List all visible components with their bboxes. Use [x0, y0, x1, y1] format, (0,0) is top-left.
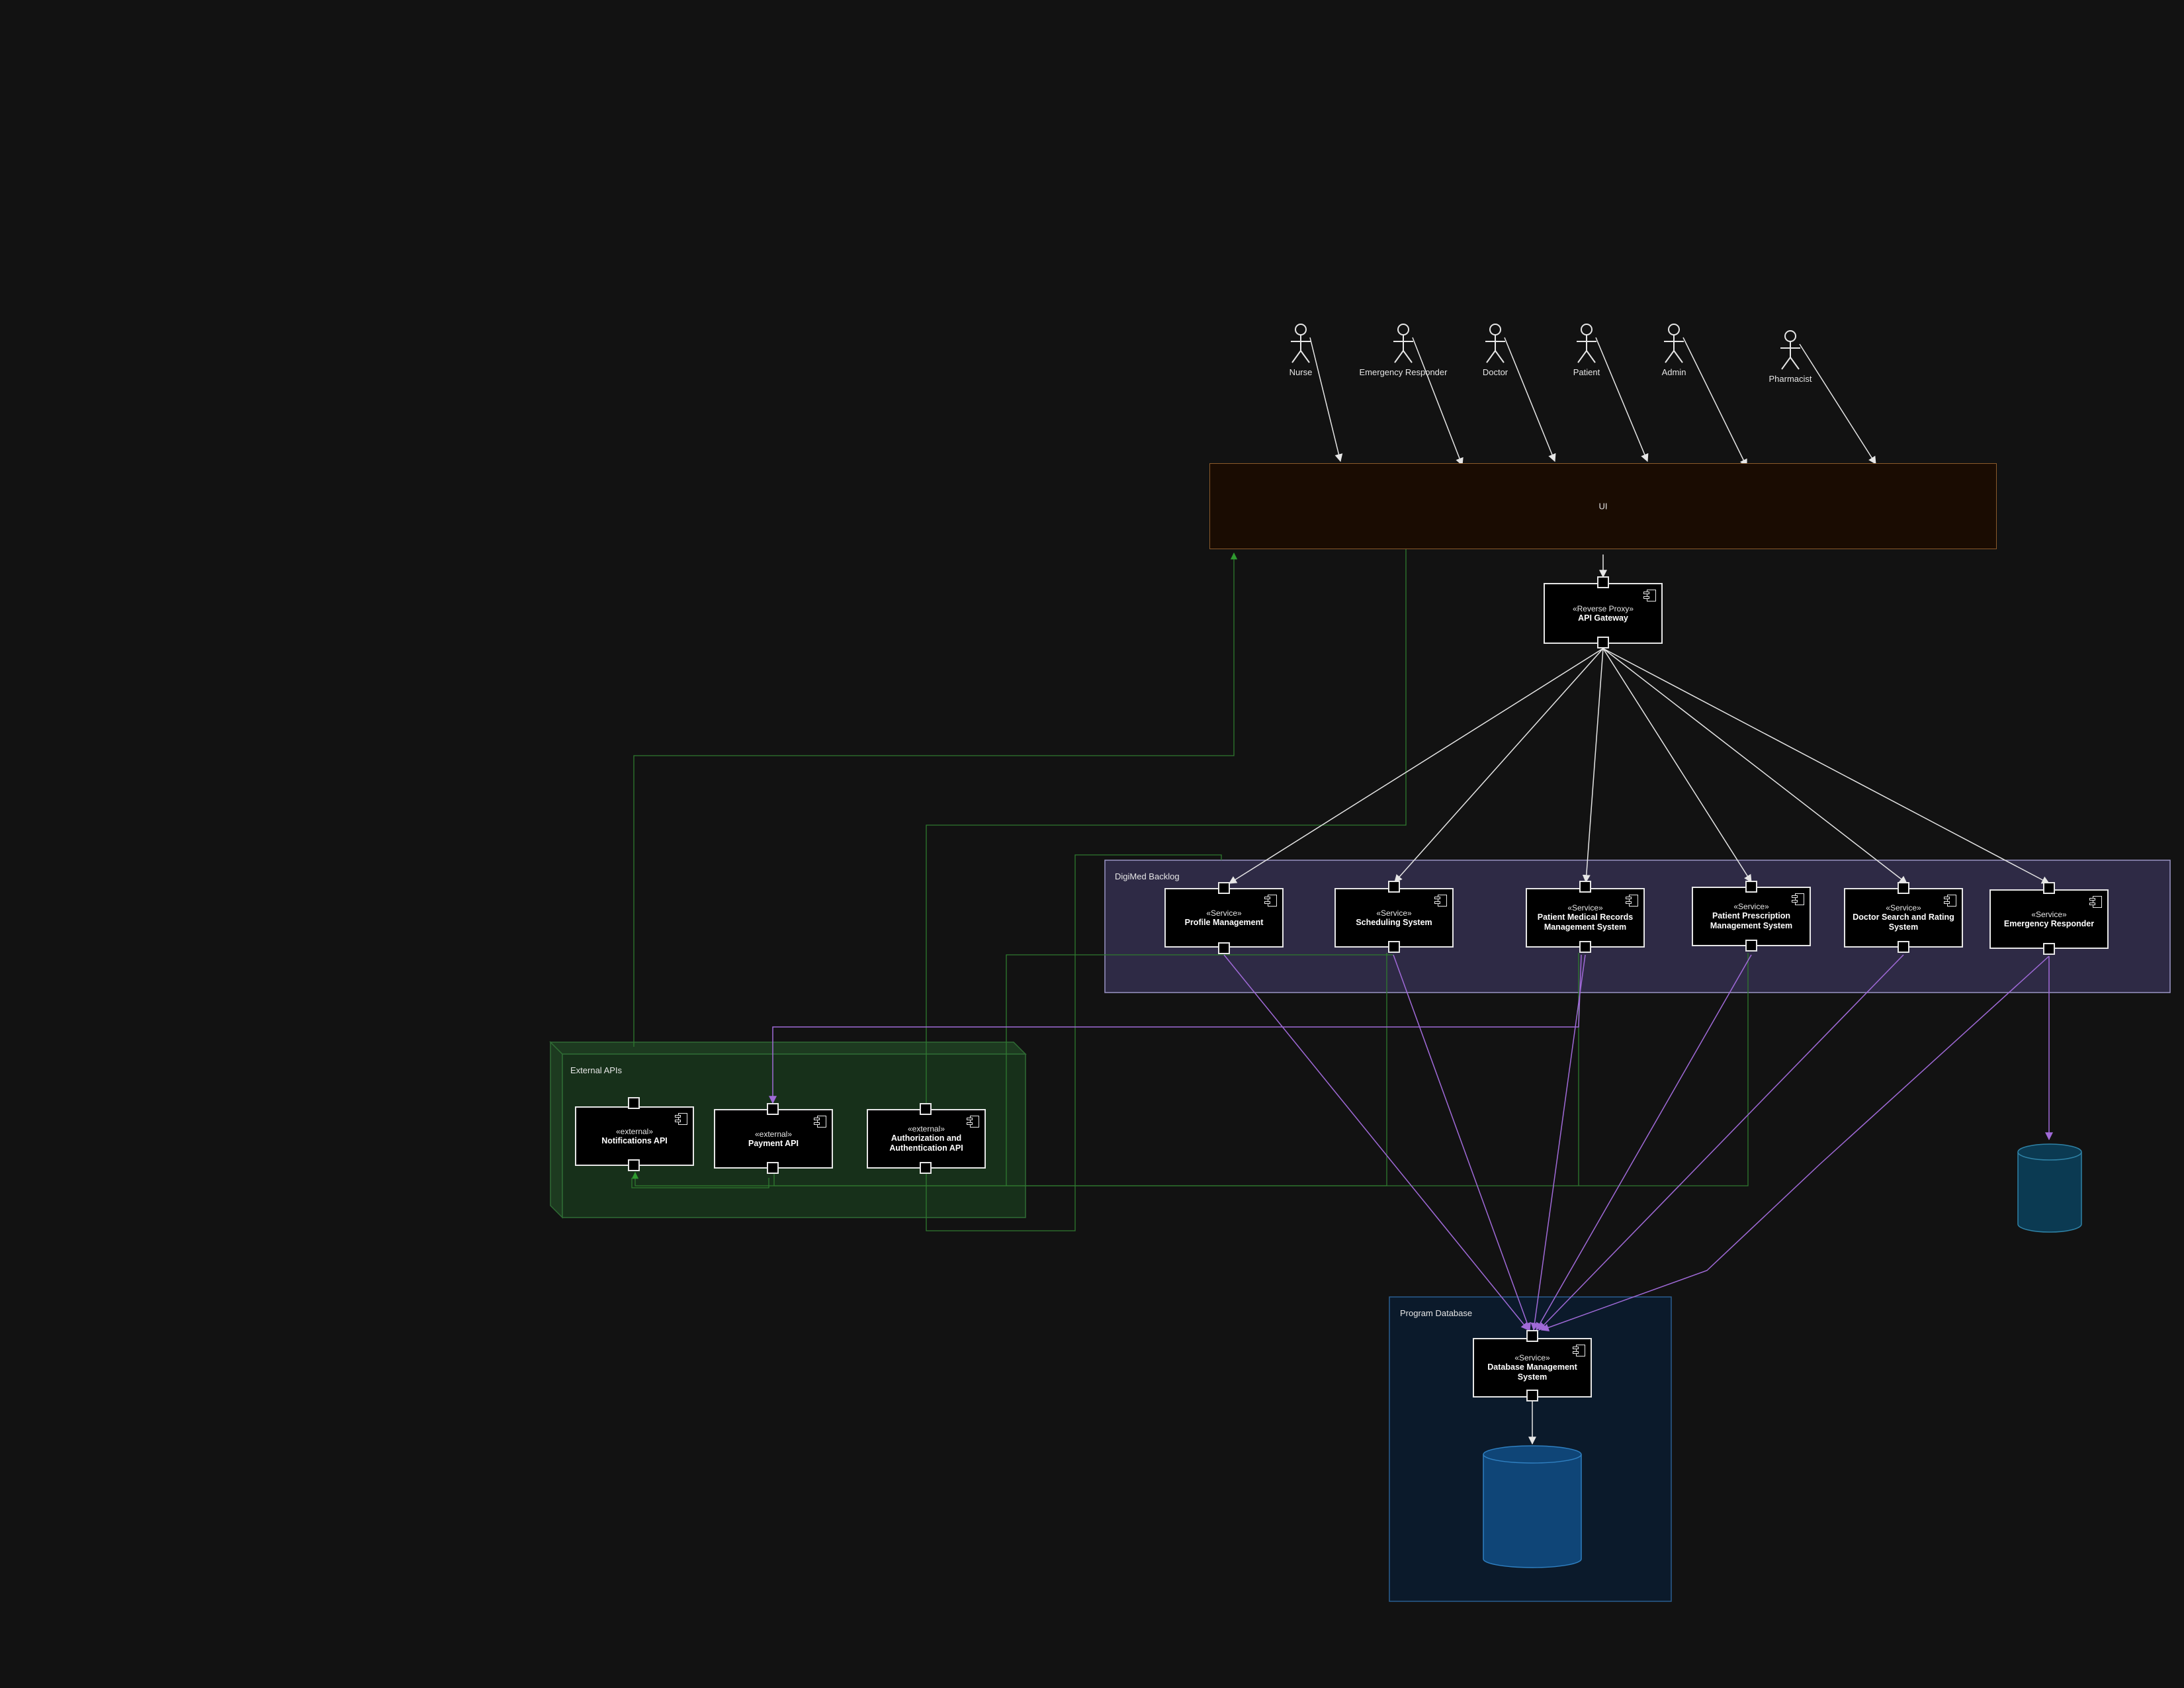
- ui-component[interactable]: UI: [1209, 463, 1997, 549]
- backlog-title: DigiMed Backlog: [1115, 871, 1180, 881]
- service-name: Patient Medical Records Management Syste…: [1537, 912, 1634, 932]
- api-port-out: [628, 1159, 640, 1171]
- service-patient-medical-records[interactable]: «Service» Patient Medical Records Manage…: [1526, 888, 1645, 948]
- gateway-service-connectors: [1228, 555, 2050, 884]
- payment-api-component[interactable]: «external» Payment API: [714, 1109, 833, 1169]
- dbms-component[interactable]: «Service» Database Management System: [1473, 1338, 1592, 1398]
- api-port-in: [628, 1097, 640, 1109]
- database-connectors: [769, 954, 2053, 1331]
- service-profile-management[interactable]: «Service» Profile Management: [1164, 888, 1284, 948]
- service-port-out: [2043, 943, 2055, 955]
- external-apis-title: External APIs: [570, 1065, 623, 1075]
- service-port-out: [1579, 941, 1591, 953]
- gateway-stereotype: «Reverse Proxy»: [1572, 603, 1634, 613]
- service-port-in: [1388, 881, 1400, 893]
- service-port-out: [1388, 941, 1400, 953]
- dbms-stereotype: «Service»: [1514, 1353, 1550, 1362]
- dbms-port-in: [1526, 1330, 1538, 1342]
- actor-admin-figure: [1664, 324, 1684, 363]
- actor-emergency-responder-label: Emergency Responder: [1359, 367, 1448, 377]
- api-stereotype: «external»: [907, 1124, 945, 1133]
- component-icon: [1573, 1345, 1585, 1356]
- actor-pharmacist-figure: [1780, 330, 1800, 370]
- component-icon: [1264, 895, 1277, 907]
- component-icon: [814, 1116, 826, 1128]
- service-name: Patient Prescription Management System: [1710, 911, 1793, 930]
- service-name: Scheduling System: [1356, 917, 1432, 927]
- service-port-in: [1745, 881, 1757, 893]
- api-name: Notifications API: [601, 1135, 668, 1145]
- service-patient-prescription[interactable]: «Service» Patient Prescription Managemen…: [1692, 887, 1811, 946]
- program-database-cylinder: [1483, 1445, 1582, 1568]
- api-port-out: [767, 1162, 779, 1174]
- api-port-out: [920, 1162, 932, 1174]
- service-stereotype: «Service»: [1376, 908, 1412, 918]
- gateway-port-in: [1597, 576, 1609, 588]
- gateway-name: API Gateway: [1578, 613, 1628, 623]
- service-doctor-search-rating[interactable]: «Service» Doctor Search and Rating Syste…: [1844, 888, 1963, 948]
- gateway-port-out: [1597, 637, 1609, 648]
- service-port-out: [1218, 942, 1230, 954]
- service-port-out: [1898, 941, 1909, 953]
- service-name: Doctor Search and Rating System: [1853, 912, 1954, 932]
- service-scheduling-system[interactable]: «Service» Scheduling System: [1334, 888, 1454, 948]
- component-icon: [1626, 895, 1638, 907]
- program-database-title: Program Database: [1400, 1308, 1473, 1318]
- api-stereotype: «external»: [754, 1129, 793, 1139]
- service-port-in: [1898, 882, 1909, 894]
- api-name: Authorization and Authentication API: [889, 1133, 963, 1153]
- service-stereotype: «Service»: [1206, 908, 1242, 918]
- service-name: Profile Management: [1184, 917, 1264, 927]
- actor-admin-label: Admin: [1661, 367, 1686, 377]
- auth-api-component[interactable]: «external» Authorization and Authenticat…: [867, 1109, 986, 1169]
- service-emergency-responder[interactable]: «Service» Emergency Responder: [1989, 889, 2109, 949]
- service-port-in: [2043, 882, 2055, 894]
- component-icon: [1434, 895, 1447, 907]
- external-connectors: [631, 549, 1749, 1231]
- actor-nurse-figure: [1291, 324, 1311, 363]
- actor-doctor-label: Doctor: [1482, 367, 1508, 377]
- actor-doctor-figure: [1485, 324, 1505, 363]
- ui-label: UI: [1598, 501, 1608, 511]
- api-port-in: [767, 1103, 779, 1115]
- component-icon: [1643, 590, 1656, 601]
- emergency-data-cylinder: [2017, 1143, 2082, 1233]
- notifications-api-component[interactable]: «external» Notifications API: [575, 1106, 694, 1166]
- component-icon: [1944, 895, 1956, 907]
- dbms-port-out: [1526, 1390, 1538, 1401]
- service-port-in: [1218, 882, 1230, 894]
- service-stereotype: «Service»: [1733, 902, 1769, 911]
- actor-nurse-label: Nurse: [1289, 367, 1313, 377]
- actor-patient-figure: [1577, 324, 1596, 363]
- actor-patient-label: Patient: [1573, 367, 1600, 377]
- service-stereotype: «Service»: [1567, 903, 1603, 912]
- component-icon: [1792, 893, 1804, 905]
- actor-ui-connectors: [1309, 337, 1876, 468]
- service-name: Emergency Responder: [2003, 918, 2095, 928]
- actor-pharmacist-label: Pharmacist: [1769, 374, 1812, 384]
- component-icon: [967, 1116, 979, 1128]
- service-stereotype: «Service»: [1886, 903, 1921, 912]
- service-port-in: [1579, 881, 1591, 893]
- actor-emergency-responder-figure: [1393, 324, 1413, 363]
- api-name: Payment API: [748, 1138, 799, 1148]
- component-icon: [675, 1113, 687, 1125]
- component-icon: [2089, 896, 2102, 908]
- service-port-out: [1745, 940, 1757, 952]
- service-stereotype: «Service»: [2031, 909, 2067, 919]
- api-port-in: [920, 1103, 932, 1115]
- api-gateway-component[interactable]: «Reverse Proxy» API Gateway: [1544, 583, 1663, 644]
- dbms-name: Database Management System: [1487, 1362, 1577, 1382]
- api-stereotype: «external»: [615, 1126, 654, 1136]
